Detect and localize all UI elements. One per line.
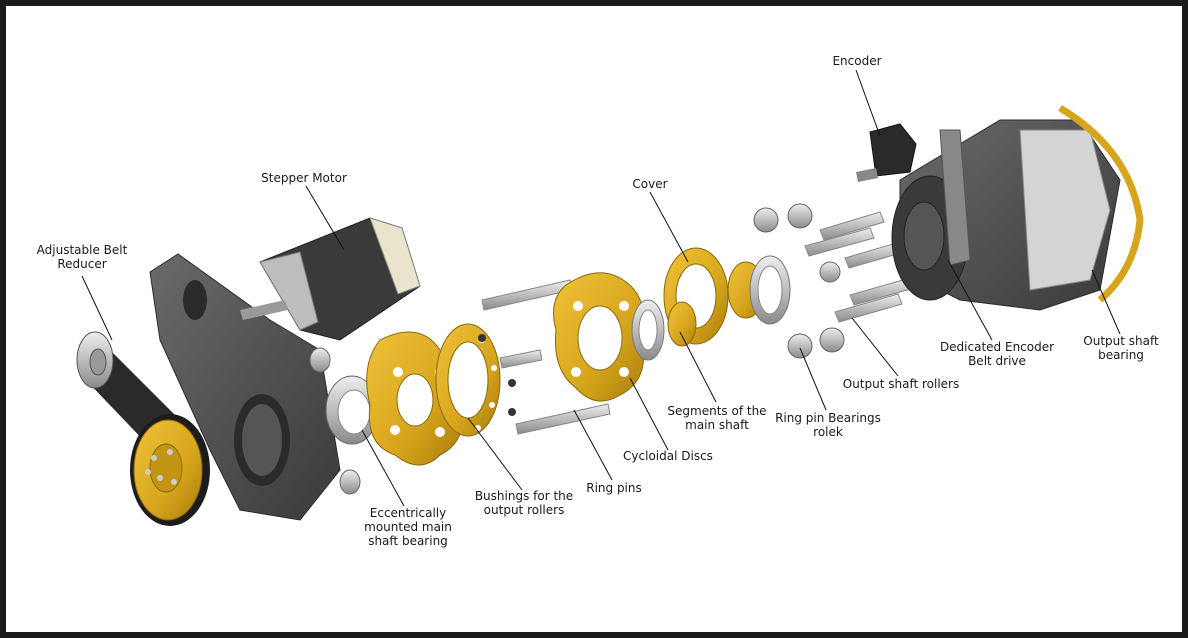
output-housing-part (891, 104, 1144, 311)
label-ring-pins: Ring pins (586, 481, 642, 495)
bushings-plate-part (435, 323, 501, 437)
encoder-part (856, 123, 917, 182)
label-output-shaft-bearing: Output shaft bearing (1083, 334, 1159, 362)
label-bushings: Bushings for the output rollers (474, 489, 574, 517)
eccentric-bearing-part (309, 347, 379, 495)
ring-pin-bearings-part (753, 203, 845, 359)
leader-lines (81, 69, 1121, 507)
label-cover: Cover (632, 177, 668, 191)
label-segments-main-shaft: Segments of the main shaft (667, 404, 767, 432)
cover-part (663, 247, 791, 347)
label-dedicated-encoder: Dedicated Encoder Belt drive (939, 340, 1055, 368)
label-eccentric-bearing: Eccentrically mounted main shaft bearing (364, 506, 452, 548)
motor-mount-plate-part (149, 253, 341, 521)
stepper-motor-part (240, 217, 421, 341)
label-ring-pin-bearings: Ring pin Bearings rolek (775, 411, 881, 439)
label-adjustable-belt-reducer: Adjustable Belt Reducer (36, 243, 128, 271)
label-cycloidal-discs: Cycloidal Discs (623, 449, 713, 463)
label-output-shaft-rollers: Output shaft rollers (842, 377, 960, 391)
label-encoder: Encoder (832, 54, 882, 68)
cycloidal-disc-2-part (553, 272, 665, 402)
belt-reducer-part (76, 331, 210, 526)
output-shaft-rollers-part (804, 211, 915, 323)
label-stepper-motor: Stepper Motor (261, 171, 347, 185)
